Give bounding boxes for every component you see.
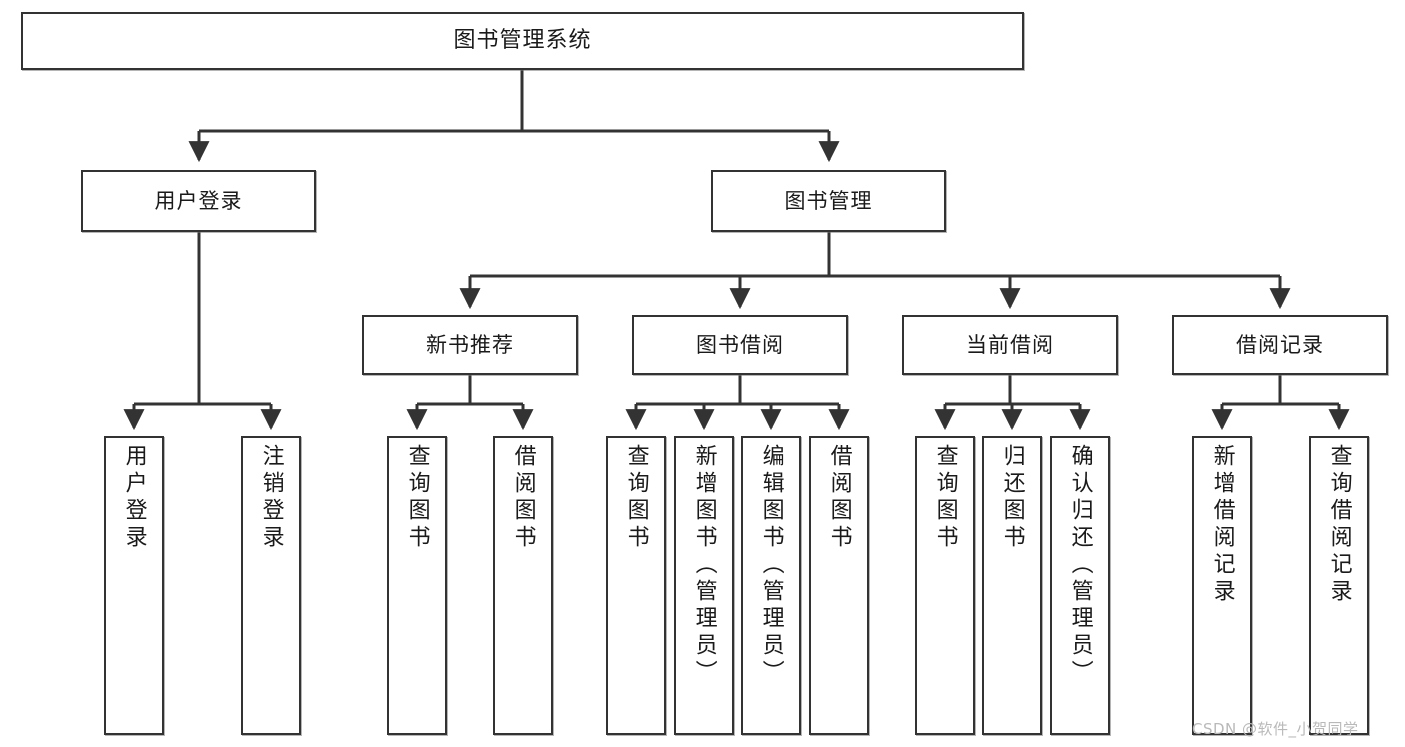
leaf-record-add[interactable]: 新增借阅记录 [1192, 436, 1252, 735]
node-new-book-recommend-label: 新书推荐 [426, 332, 514, 357]
leaf-borrow-edit[interactable]: 编辑图书（管理员） [741, 436, 801, 735]
leaf-current-confirm-label: 确认归还（管理员） [1067, 444, 1093, 687]
csdn-watermark: CSDN @软件_小贺同学 [1192, 720, 1359, 738]
leaf-newbook-borrow[interactable]: 借阅图书 [493, 436, 553, 735]
leaf-current-confirm[interactable]: 确认归还（管理员） [1050, 436, 1110, 735]
node-new-book-recommend[interactable]: 新书推荐 [362, 315, 578, 375]
leaf-user-login-label: 用户登录 [121, 444, 147, 552]
node-current-borrow-label: 当前借阅 [966, 332, 1054, 357]
node-user-login-label: 用户登录 [154, 188, 243, 213]
leaf-borrow-add-label: 新增图书（管理员） [691, 444, 717, 687]
leaf-record-query[interactable]: 查询借阅记录 [1309, 436, 1369, 735]
leaf-current-query[interactable]: 查询图书 [915, 436, 975, 735]
node-book-management-label: 图书管理 [784, 188, 873, 213]
leaf-newbook-query[interactable]: 查询图书 [387, 436, 447, 735]
node-book-management[interactable]: 图书管理 [711, 170, 946, 232]
leaf-newbook-query-label: 查询图书 [404, 444, 430, 552]
leaf-current-query-label: 查询图书 [932, 444, 958, 552]
node-user-login[interactable]: 用户登录 [81, 170, 316, 232]
node-current-borrow[interactable]: 当前借阅 [902, 315, 1118, 375]
node-borrow-record-label: 借阅记录 [1236, 332, 1324, 357]
leaf-borrow-query-label: 查询图书 [623, 444, 649, 552]
node-book-borrow-label: 图书借阅 [696, 332, 784, 357]
leaf-user-login[interactable]: 用户登录 [104, 436, 164, 735]
leaf-user-logout-label: 注销登录 [258, 444, 284, 552]
leaf-newbook-borrow-label: 借阅图书 [510, 444, 536, 552]
node-book-borrow[interactable]: 图书借阅 [632, 315, 848, 375]
leaf-current-return-label: 归还图书 [999, 444, 1025, 552]
leaf-current-return[interactable]: 归还图书 [982, 436, 1042, 735]
node-root-label: 图书管理系统 [453, 28, 592, 54]
node-root[interactable]: 图书管理系统 [21, 12, 1024, 70]
leaf-borrow-add[interactable]: 新增图书（管理员） [674, 436, 734, 735]
leaf-record-add-label: 新增借阅记录 [1209, 444, 1235, 606]
node-borrow-record[interactable]: 借阅记录 [1172, 315, 1388, 375]
leaf-borrow-query[interactable]: 查询图书 [606, 436, 666, 735]
leaf-borrow-edit-label: 编辑图书（管理员） [758, 444, 784, 687]
leaf-user-logout[interactable]: 注销登录 [241, 436, 301, 735]
leaf-borrow-lend[interactable]: 借阅图书 [809, 436, 869, 735]
leaf-record-query-label: 查询借阅记录 [1326, 444, 1352, 606]
leaf-borrow-lend-label: 借阅图书 [826, 444, 852, 552]
